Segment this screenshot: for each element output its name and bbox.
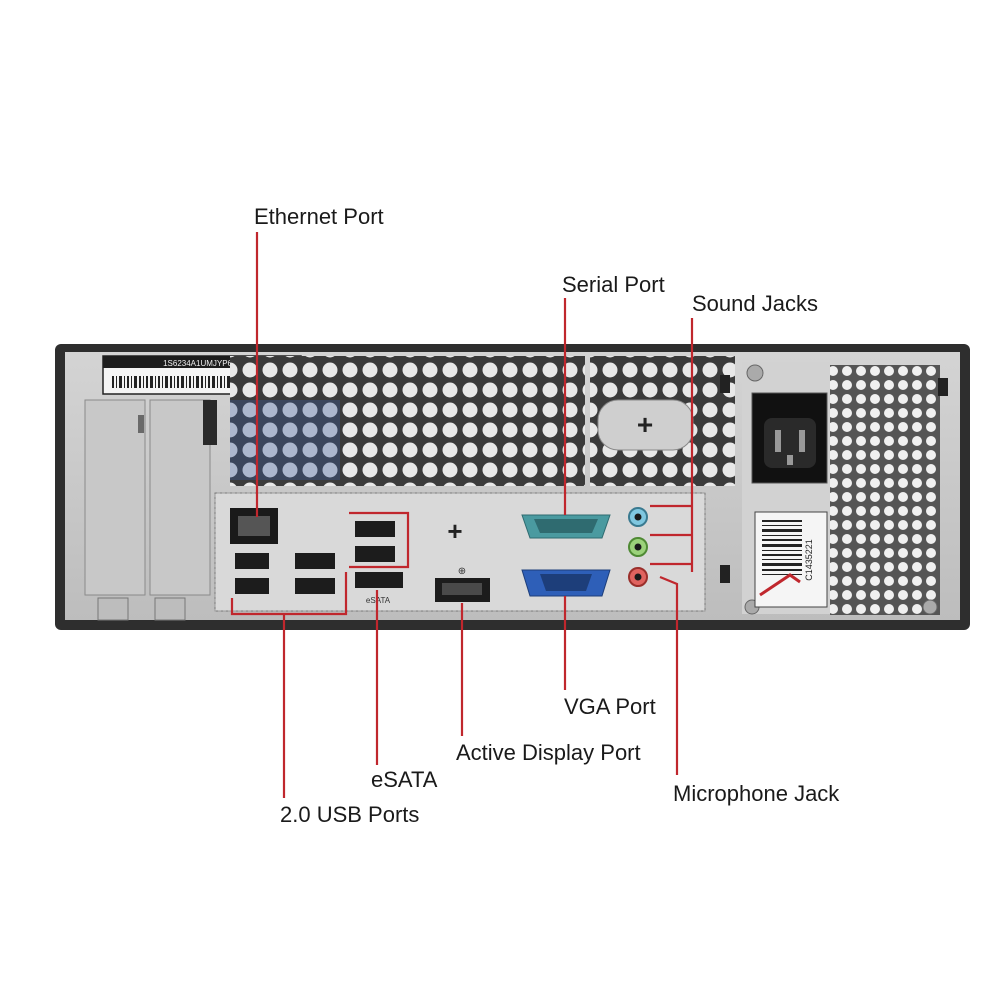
label-vga-port: VGA Port — [564, 694, 656, 719]
serial-port — [521, 514, 611, 539]
label-ethernet-port: Ethernet Port — [254, 204, 384, 229]
svg-text:+: + — [637, 409, 653, 440]
label-esata: eSATA — [371, 767, 438, 792]
display-port: ⊕ + — [435, 516, 490, 602]
label-serial-port: Serial Port — [562, 272, 665, 297]
callout-line-mic — [659, 575, 679, 775]
vga-port — [521, 569, 611, 597]
psu-side-label: C1435221 — [754, 511, 828, 608]
ethernet-port — [230, 508, 278, 544]
callout-lines — [230, 232, 694, 798]
fan-grille: + — [230, 356, 735, 486]
usb-ports — [235, 521, 395, 594]
expansion-slot-covers — [84, 399, 217, 621]
psu-grille — [720, 362, 948, 615]
label-active-display-port: Active Display Port — [456, 740, 641, 765]
psu-side-label-text: C1435221 — [804, 539, 814, 581]
label-sound-jacks: Sound Jacks — [692, 291, 818, 316]
callout-line-usb — [230, 511, 410, 798]
sticker-serial-text: 1S6234A1UMJYP651 — [163, 359, 241, 368]
callout-line-sound — [650, 318, 694, 572]
esata-port-mark: eSATA — [366, 596, 391, 605]
label-microphone-jack: Microphone Jack — [673, 781, 840, 806]
svg-text:+: + — [447, 516, 462, 546]
label-usb-ports: 2.0 USB Ports — [280, 802, 420, 827]
svg-text:⊕: ⊕ — [458, 566, 466, 577]
esata-port: eSATA — [355, 572, 403, 605]
audio-jacks — [628, 507, 648, 587]
